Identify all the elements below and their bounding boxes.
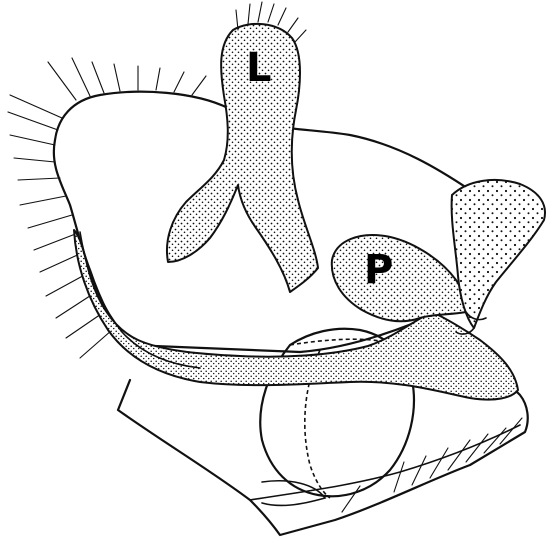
- lower-plate: [118, 380, 528, 535]
- label-l: L: [246, 48, 272, 88]
- lobe-p: [332, 235, 468, 321]
- lower-plate-edge: [250, 425, 520, 500]
- right-process: [452, 180, 545, 328]
- lobe-l: [167, 24, 318, 292]
- label-p: P: [364, 250, 393, 290]
- setae-lower-right: [342, 418, 522, 512]
